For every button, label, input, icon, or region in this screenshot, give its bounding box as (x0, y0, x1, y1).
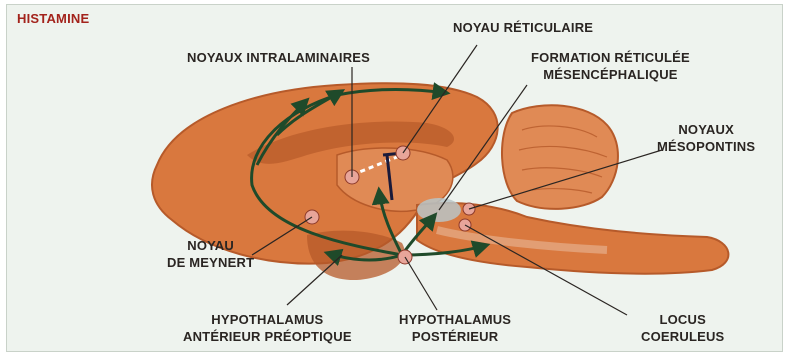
label-noyau-reticulaire: NOYAU RÉTICULAIRE (453, 19, 593, 36)
label-noyaux-intralaminaires: NOYAUX INTRALAMINAIRES (187, 49, 370, 66)
label-hypothalamus-posterieur: HYPOTHALAMUS POSTÉRIEUR (399, 311, 511, 345)
label-hypothalamus-anterieur: HYPOTHALAMUS ANTÉRIEUR PRÉOPTIQUE (183, 311, 352, 345)
diagram-frame: HISTAMINE (6, 4, 783, 352)
label-locus-coeruleus: LOCUS COERULEUS (641, 311, 724, 345)
label-formation-reticulee: FORMATION RÉTICULÉE MÉSENCÉPHALIQUE (531, 49, 690, 83)
leader-hypo-posterior (405, 257, 437, 310)
label-noyau-meynert: NOYAU DE MEYNERT (167, 237, 254, 271)
hypothalamus-region (307, 231, 405, 280)
label-noyaux-mesopontins: NOYAUX MÉSOPONTINS (657, 121, 755, 155)
